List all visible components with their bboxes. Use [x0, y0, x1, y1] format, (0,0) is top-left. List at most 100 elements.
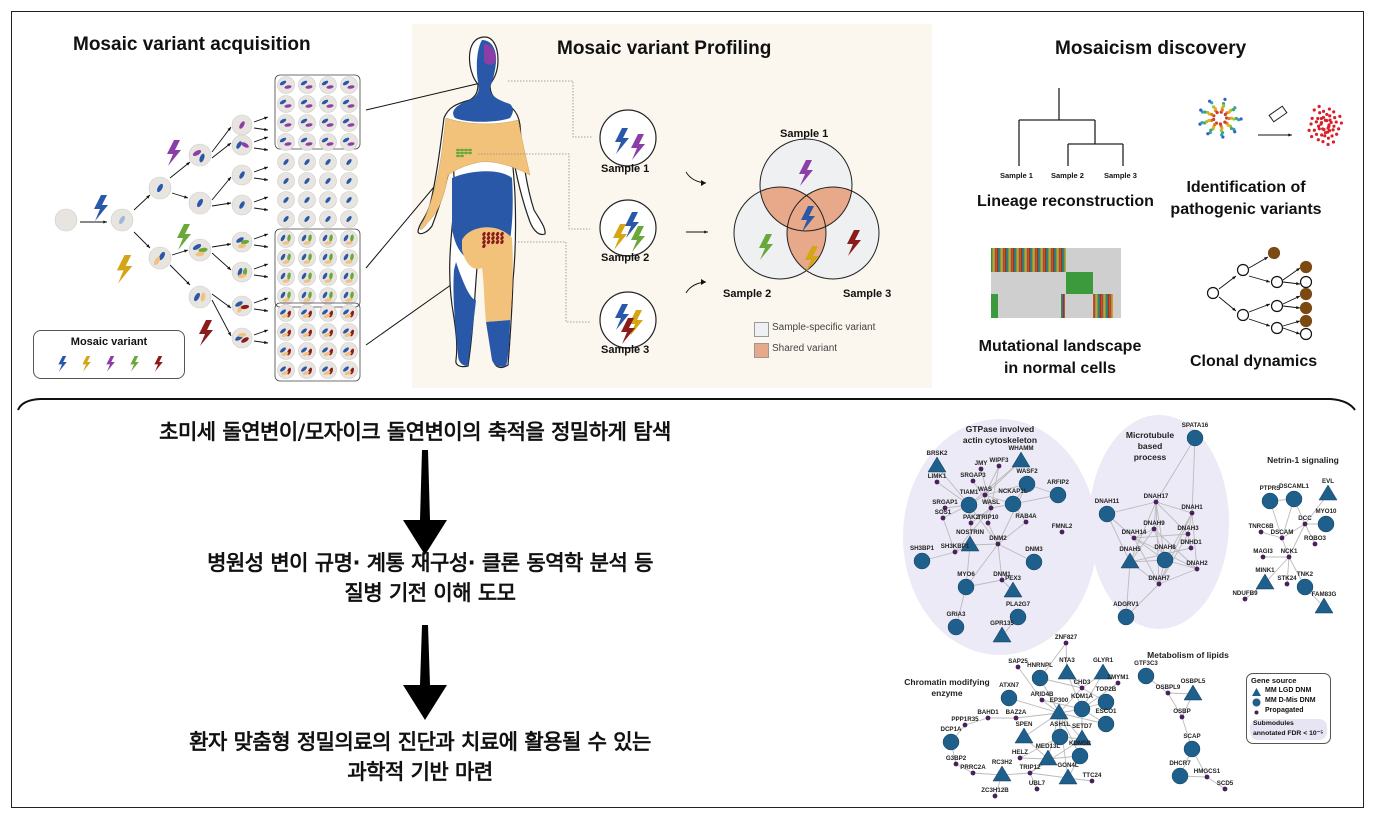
gene-node-dmis	[1183, 740, 1201, 758]
heatmap-stripe	[1019, 248, 1020, 272]
arrowhead	[1296, 296, 1300, 299]
arrowhead	[1296, 268, 1300, 272]
connector-line	[365, 274, 466, 346]
gene-label: MAGI3	[1253, 548, 1273, 555]
gene-node-dmis	[1051, 728, 1069, 746]
gene-label: GLYR1	[1093, 657, 1114, 664]
variant-mark	[305, 85, 313, 89]
gene-node-lgd	[1003, 581, 1023, 598]
gene-label: GTF3C3	[1134, 660, 1158, 667]
network-edge	[1133, 533, 1189, 539]
heatmap-stripe	[1037, 248, 1038, 272]
gene-node-propagated	[1131, 535, 1137, 541]
arrow-line	[169, 161, 191, 179]
gene-label: UBL7	[1029, 780, 1046, 787]
variant-mark	[324, 279, 332, 283]
gene-node-propagated	[1156, 581, 1162, 587]
variant-mark	[237, 273, 247, 279]
variant-mark	[283, 178, 289, 184]
lgd-triangle-icon	[1252, 688, 1261, 696]
module-title-netrin: Netrin-1 signaling	[1267, 455, 1339, 465]
cell	[298, 95, 316, 113]
heatmap-stripe	[992, 248, 993, 272]
mutant-protein-dot	[1310, 134, 1314, 139]
heatmap-stripe	[1109, 294, 1110, 318]
mutant-protein-dot	[1339, 121, 1344, 125]
variant-mark	[329, 253, 333, 261]
arrowhead	[227, 143, 231, 147]
network-edge	[1286, 556, 1290, 585]
gene-node-dmis	[1098, 505, 1116, 523]
blue-left-leg-region	[453, 262, 476, 366]
network-edge	[936, 465, 970, 506]
arrow-line	[169, 264, 191, 286]
gene-node-propagated	[1204, 774, 1210, 780]
cell	[319, 76, 337, 94]
sample-variant-bolt	[621, 318, 635, 344]
heatmap-stripe	[1030, 248, 1031, 272]
lineage-reconstruction-label: Lineage reconstruction	[977, 193, 1154, 210]
variant-mark	[343, 291, 349, 299]
variant-mark	[302, 370, 310, 376]
heatmap-stripe	[998, 248, 999, 272]
flow-arrow-2	[403, 625, 447, 720]
mutant-protein-dot	[1321, 109, 1326, 113]
arrowhead	[186, 162, 190, 166]
blue-head-region	[453, 40, 513, 122]
protein-structure-dot	[1212, 117, 1216, 122]
gene-label: RC3H2	[992, 759, 1013, 766]
heatmap-stripe	[1009, 248, 1010, 272]
heatmap-stripe	[1002, 248, 1003, 272]
heatmap-stripe	[1000, 248, 1001, 272]
gene-node-propagated	[1079, 685, 1085, 691]
gene-label: PEX3	[1005, 575, 1021, 582]
network-edge	[1167, 692, 1183, 718]
heatmap-stripe	[1026, 248, 1027, 272]
heatmap-stripe	[1095, 294, 1096, 318]
variant-mark	[347, 85, 355, 89]
variant-mark	[280, 347, 286, 353]
heatmap-stripe	[1007, 248, 1008, 272]
protein-structure-dot	[1220, 133, 1224, 137]
cell	[340, 268, 358, 286]
variant-mark	[308, 234, 312, 242]
gene-node-lgd	[1183, 684, 1203, 701]
network-edge	[1191, 512, 1198, 570]
gene-node-dmis	[1261, 492, 1279, 510]
hatched-leg-region	[462, 227, 513, 322]
cell	[340, 114, 358, 132]
variant-mark	[321, 137, 329, 143]
clone-cell	[1270, 299, 1284, 313]
heatmap-stripe	[1020, 248, 1021, 272]
gene-label: PLA2G7	[1006, 601, 1031, 608]
arrowhead	[701, 180, 706, 186]
mutant-protein-dot	[1316, 138, 1320, 142]
gene-label: DNAH2	[1186, 560, 1208, 567]
gene-node-propagated	[1115, 680, 1121, 686]
gene-label: DNAH8	[1154, 544, 1176, 551]
green-variant-cells	[456, 154, 460, 158]
variant-mark	[343, 366, 349, 372]
heatmap-stripe	[1102, 294, 1103, 318]
protein-structure-dot	[1220, 108, 1224, 112]
variant-mark	[239, 121, 245, 129]
gene-node-propagated	[1039, 697, 1045, 703]
gene-node-dmis	[1004, 495, 1022, 513]
green-variant-cells	[456, 148, 460, 152]
cell	[319, 114, 337, 132]
gene-label: TNK2	[1297, 571, 1314, 578]
variant-mark	[347, 142, 355, 146]
gene-node-propagated	[1153, 499, 1159, 505]
gene-label: SPEN	[1016, 721, 1033, 728]
cell	[277, 76, 295, 94]
heatmap-stripe	[1047, 248, 1048, 272]
arrowhead	[264, 166, 268, 170]
network-edge	[1155, 501, 1160, 585]
yellow-variant-bolt	[116, 255, 133, 284]
heatmap-stripe	[1006, 248, 1007, 272]
variant-mark	[303, 279, 311, 283]
mutant-protein-dot	[1317, 127, 1321, 131]
variant-mark	[281, 351, 289, 357]
variant-mark	[195, 251, 205, 257]
variant-mark	[323, 332, 331, 338]
